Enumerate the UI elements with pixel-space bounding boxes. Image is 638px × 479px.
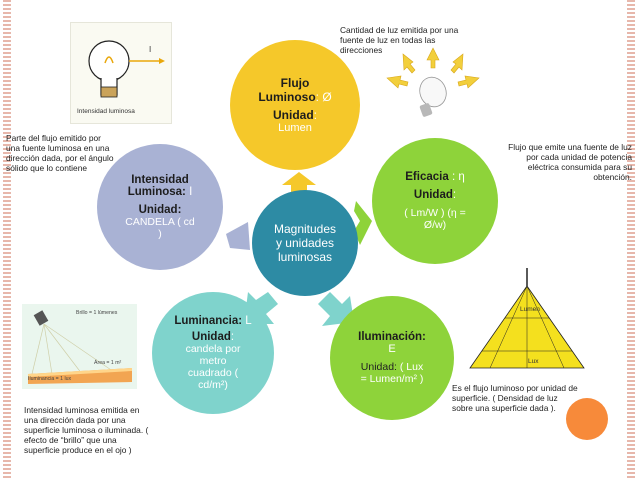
bulb-symbol: I bbox=[149, 45, 152, 54]
center-line1: Magnitudes bbox=[273, 222, 337, 236]
luminancia-unit-line: Unidad: bbox=[192, 331, 234, 343]
eficacia-unit-colon: : bbox=[452, 189, 457, 201]
flujo-unit: Lumen bbox=[278, 122, 312, 134]
eficacia-note-line: Flujo que emite una fuente de luz bbox=[508, 142, 632, 152]
eficacia-note-line: obtención. bbox=[593, 172, 632, 182]
flujo-note: Cantidad de luz emitida por una fuente d… bbox=[340, 25, 490, 55]
luminancia-note-line: superficie luminosa o iluminada. ( bbox=[24, 425, 149, 435]
lux-cone-icon bbox=[469, 268, 585, 369]
flujo-note-line: fuente de luz en todas las bbox=[340, 35, 436, 45]
intensidad-symbol: I bbox=[185, 186, 193, 198]
arrow-up-icon bbox=[282, 172, 316, 203]
intensidad-node: Intensidad Luminosa: I Unidad: CANDELA (… bbox=[97, 144, 223, 270]
iluminacion-symbol: E bbox=[388, 343, 396, 355]
eficacia-note-line: por cada unidad de potencia bbox=[526, 152, 632, 162]
center-node: Magnitudes y unidades luminosas bbox=[252, 190, 358, 296]
orange-dot-decoration bbox=[566, 398, 608, 440]
intensidad-title-line: Luminosa: I bbox=[128, 186, 193, 198]
luminancia-symbol: L bbox=[242, 315, 252, 327]
eficacia-unit1: ( Lm/W ) (η = bbox=[404, 207, 466, 219]
flujo-title1: Flujo bbox=[280, 76, 310, 90]
flujo-title2: Luminoso bbox=[258, 90, 316, 104]
intensidad-unit-label: Unidad: bbox=[138, 204, 182, 216]
brillo-label: Brillo = 1 lúmenes bbox=[76, 310, 118, 316]
eficacia-unit2: Ø/w) bbox=[423, 219, 447, 231]
eficacia-note-line: eléctrica consumida para su bbox=[527, 162, 632, 172]
iluminacion-note: Es el flujo luminoso por unidad de super… bbox=[452, 383, 602, 413]
arrow-left-icon bbox=[226, 222, 250, 255]
center-line2: y unidades bbox=[275, 236, 335, 250]
iluminacion-unit-label: Unidad: bbox=[360, 361, 397, 373]
luminancia-node: Luminancia: L Unidad: candela por metro … bbox=[152, 292, 274, 414]
cone-bottom-label: Lux bbox=[528, 358, 539, 365]
iluminacion-node: Iluminación: E Unidad: ( Lux = Lumen/m² … bbox=[330, 296, 454, 420]
iluminacion-title: Iluminación: bbox=[358, 331, 426, 343]
flujo-luminoso-node: Flujo Luminoso: Ø Unidad: Lumen bbox=[230, 40, 360, 170]
eficacia-symbol: : η bbox=[448, 171, 465, 183]
illuminance-label: Iluminancia = 1 lux bbox=[28, 376, 72, 382]
flujo-unit-line: Unidad: bbox=[273, 108, 317, 122]
luminancia-unit-colon: : bbox=[230, 331, 235, 343]
luminancia-note-line: una dirección dada por una bbox=[24, 415, 126, 425]
intensidad-unit2: ) bbox=[158, 228, 162, 240]
eficacia-node: Eficacia : η Unidad: ( Lm/W ) (η = Ø/w) bbox=[372, 138, 498, 264]
arrow-upright-icon bbox=[354, 201, 372, 250]
eficacia-title: Eficacia bbox=[405, 171, 449, 183]
luminance-picture: Brillo = 1 lúmenes Área = 1 m² Iluminanc… bbox=[22, 304, 137, 389]
bulb-caption: Intensidad luminosa bbox=[77, 108, 135, 115]
flujo-note-line: Cantidad de luz emitida por una bbox=[340, 25, 459, 35]
eficacia-unit-label: Unidad bbox=[413, 189, 453, 201]
flujo-symbol: : Ø bbox=[315, 90, 332, 104]
luminancia-unit3: cuadrado ( bbox=[187, 367, 239, 379]
intensidad-note: Parte del flujo emitido por una fuente l… bbox=[6, 133, 146, 173]
luminancia-unit4: cd/m²) bbox=[198, 379, 228, 391]
luminancia-note-line: efecto de “brillo” que una bbox=[24, 435, 117, 445]
eficacia-unit-line: Unidad: bbox=[414, 189, 456, 201]
area-label: Área = 1 m² bbox=[94, 360, 122, 366]
luminancia-note-line: Intensidad luminosa emitida en bbox=[24, 405, 140, 415]
flujo-unit-label: Unidad bbox=[272, 108, 314, 122]
intensidad-note-line: una fuente luminosa en una bbox=[6, 143, 110, 153]
intensidad-note-line: dirección dada, por el ángulo bbox=[6, 153, 114, 163]
iluminacion-note-line: Es el flujo luminoso por unidad de bbox=[452, 383, 578, 393]
iluminacion-unit2: = Lumen/m² ) bbox=[360, 373, 424, 385]
luminancia-unit-label: Unidad bbox=[191, 331, 231, 343]
luminancia-title-line: Luminancia: L bbox=[174, 315, 251, 327]
lightbulb-icon bbox=[88, 40, 165, 98]
iluminacion-unit1: ( Lux bbox=[396, 361, 424, 373]
intensidad-unit1: CANDELA ( cd bbox=[125, 216, 195, 228]
iluminacion-note-line: superficie. ( Densidad de luz bbox=[452, 393, 558, 403]
intensidad-note-line: Parte del flujo emitido por bbox=[6, 133, 101, 143]
intensidad-title2: Luminosa: bbox=[127, 186, 186, 198]
intensidad-note-line: sólido que lo contiene bbox=[6, 163, 88, 173]
luminance-icon bbox=[28, 310, 132, 384]
flujo-unit-colon: : bbox=[313, 108, 317, 122]
iluminacion-note-line: sobre una superficie dada ). bbox=[452, 403, 556, 413]
luminancia-unit2: metro bbox=[199, 355, 227, 367]
luminancia-title: Luminancia: bbox=[174, 315, 243, 327]
flujo-title-line: Luminoso: Ø bbox=[258, 90, 331, 104]
eficacia-note: Flujo que emite una fuente de luz por ca… bbox=[476, 142, 632, 182]
luminancia-note: Intensidad luminosa emitida en una direc… bbox=[24, 405, 174, 455]
right-border-decoration bbox=[627, 0, 635, 479]
iluminacion-unit-line: Unidad: ( Lux bbox=[361, 361, 423, 373]
lightbulb-intensity-picture: I Intensidad luminosa bbox=[70, 22, 172, 124]
flujo-note-line: direcciones bbox=[340, 45, 383, 55]
lux-cone-picture: Lumen Lux bbox=[460, 268, 590, 376]
intensidad-title1: Intensidad bbox=[131, 174, 189, 186]
luminancia-note-line: superficie produce en el ojo ) bbox=[24, 445, 132, 455]
left-border-decoration bbox=[3, 0, 11, 479]
center-line3: luminosas bbox=[277, 250, 333, 264]
radiating-bulb-picture bbox=[383, 44, 483, 124]
luminancia-unit1: candela por bbox=[185, 343, 241, 355]
eficacia-title-line: Eficacia : η bbox=[405, 171, 464, 183]
radiating-bulb-icon bbox=[386, 47, 480, 117]
cone-top-label: Lumen bbox=[520, 306, 540, 313]
